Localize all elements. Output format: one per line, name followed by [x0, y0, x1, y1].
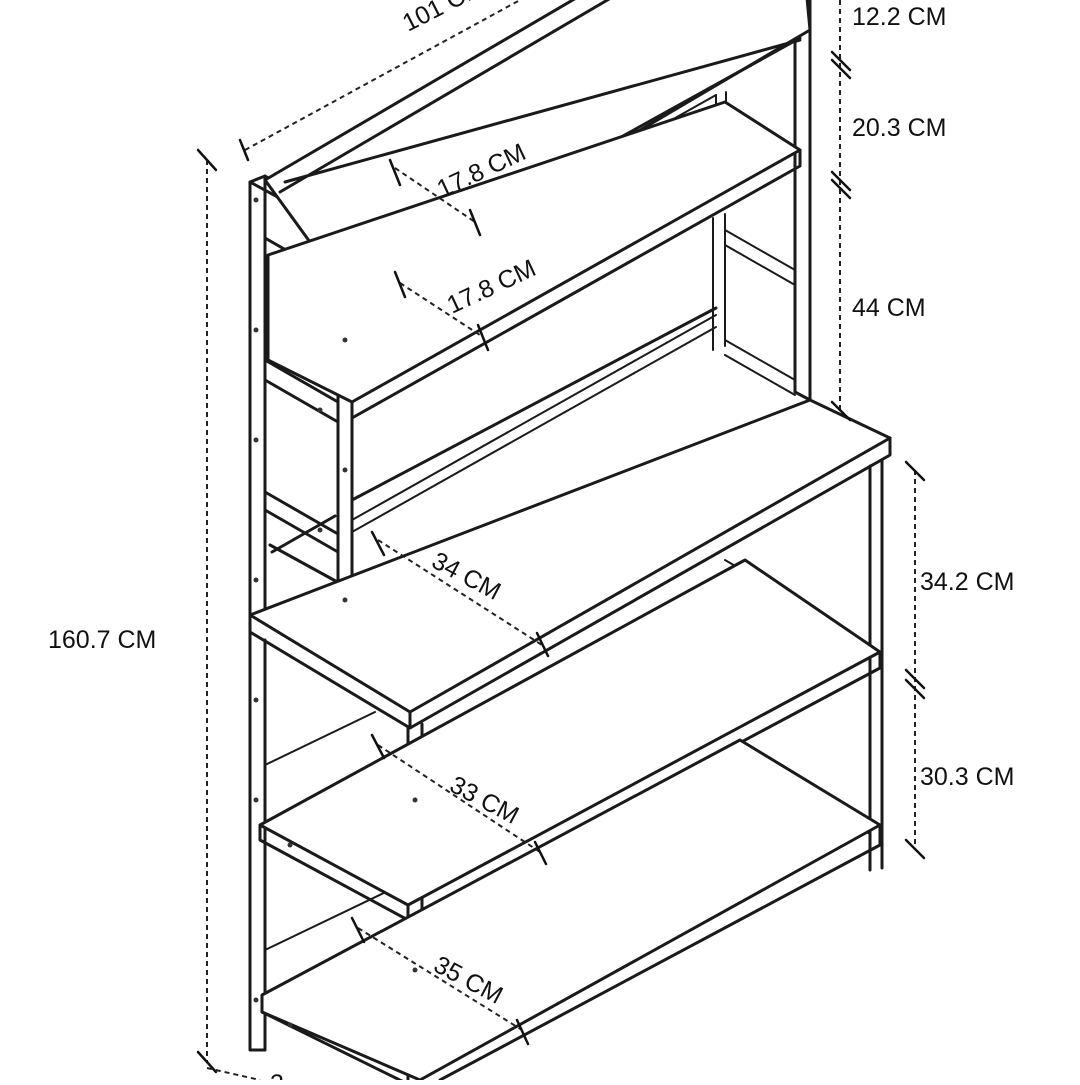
label-lower-gap: 30.3 CM [920, 763, 1014, 791]
bottom-shelf [260, 738, 882, 1082]
label-second-gap: 20.3 CM [852, 114, 946, 142]
hutch-second-shelf [266, 100, 802, 404]
label-base-depth: 3 [270, 1070, 284, 1080]
label-top-gap: 12.2 CM [852, 3, 946, 31]
label-width: 101 CM [398, 0, 489, 37]
label-total-height: 160.7 CM [48, 626, 156, 654]
label-hutch-height: 44 CM [852, 294, 926, 322]
dimension-lines [196, 0, 926, 1081]
bolt-holes [253, 197, 418, 1028]
label-middle-gap: 34.2 CM [920, 568, 1014, 596]
